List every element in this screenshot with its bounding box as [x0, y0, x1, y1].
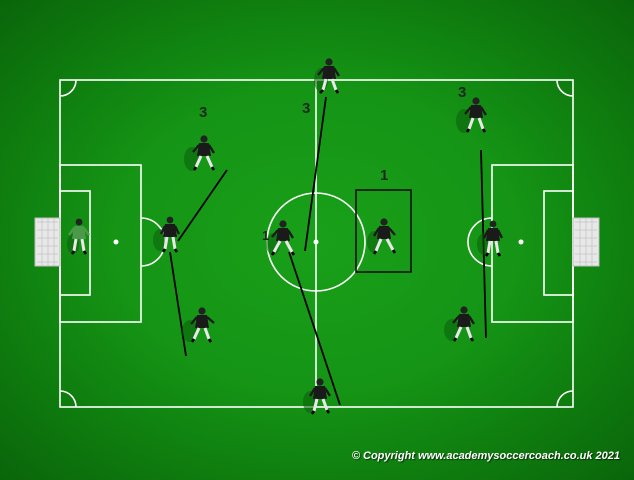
highlight-box	[355, 189, 412, 273]
player-marker	[456, 97, 488, 133]
left-goal	[34, 217, 61, 267]
cover-lines	[169, 96, 487, 406]
player-marker	[303, 378, 332, 415]
group-label-left: 3	[199, 104, 208, 121]
player-marker	[444, 306, 476, 342]
corner-arc-top-right	[556, 79, 574, 97]
group-label-right: 3	[458, 84, 467, 101]
centre-spot	[313, 239, 319, 245]
right-goal-area	[543, 190, 574, 296]
right-penalty-area	[491, 164, 574, 323]
copyright-notice: © Copyright www.academysoccercoach.co.uk…	[351, 450, 620, 462]
group-label-centre: 3	[302, 100, 311, 117]
left-penalty-spot	[113, 239, 119, 245]
players	[67, 58, 504, 415]
corner-arc-bottom-right	[556, 390, 574, 408]
box-marker-label: 1	[380, 167, 389, 184]
centre-player-marker-label: 1	[262, 228, 270, 243]
player-marker	[477, 220, 504, 257]
right-penalty-spot	[518, 239, 524, 245]
player-marker	[153, 216, 181, 253]
corner-arc-bottom-left	[59, 390, 77, 408]
player-marker	[266, 220, 296, 256]
player-marker	[314, 58, 341, 94]
goalkeeper-marker	[67, 218, 90, 255]
player-marker	[367, 218, 397, 255]
player-marker	[184, 135, 216, 171]
corner-arc-top-left	[59, 79, 77, 97]
player-marker	[182, 307, 215, 343]
right-goal	[572, 217, 600, 267]
